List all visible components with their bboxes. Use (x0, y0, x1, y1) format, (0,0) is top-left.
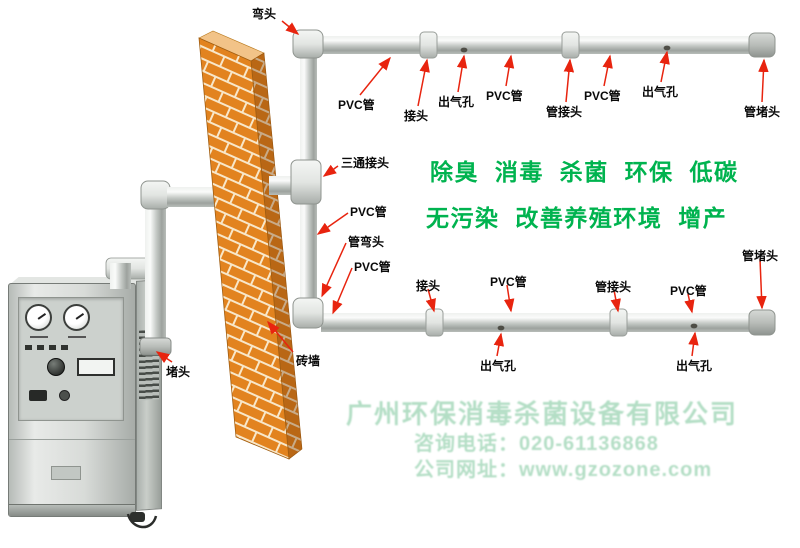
top-pipe (321, 36, 753, 54)
arrow-pipe-plug-bottom (756, 258, 767, 310)
arrow-air-outlet-bottom-2 (688, 331, 699, 357)
gauge-caption (68, 336, 86, 338)
arrow-air-outlet-top-2 (659, 50, 670, 83)
arrow-pipe-elbow-bottom (321, 242, 347, 298)
distribution-pipes (269, 29, 776, 337)
slogan-line-2: 无污染 改善养殖环境 增产 (426, 205, 728, 231)
round-button-icon (59, 390, 70, 401)
coupling-bottom-2 (609, 308, 628, 337)
indicator-lights (25, 345, 68, 350)
arrow-brick-wall (267, 320, 294, 353)
arrow-pvc-pipe-riser (316, 212, 349, 235)
elbow-top-fitting (292, 29, 324, 59)
wall-front-face (198, 37, 290, 460)
arrow-pipe-plug-top (758, 58, 769, 103)
machine-top-face (8, 277, 160, 286)
arrow-pipe-joint-bottom (610, 289, 621, 313)
tee-fitting (290, 159, 322, 205)
ozone-generator (8, 276, 164, 526)
power-switch-icon (29, 390, 47, 401)
watermark-line: 公司网址：www.gzozone.com (414, 459, 713, 481)
plug-bottom-left (139, 337, 172, 356)
control-panel (18, 297, 124, 421)
arrow-pipe-joint-top (563, 58, 575, 103)
arrow-pvc-pipe-top-left (359, 56, 391, 96)
air-hole-icon (497, 325, 505, 331)
arrow-plug-machine (155, 351, 173, 364)
led-icon (25, 345, 32, 350)
riser-left-pipe (145, 196, 166, 342)
elbow-left-top (140, 180, 171, 210)
arrow-air-outlet-top-1 (456, 54, 468, 93)
led-icon (49, 345, 56, 350)
gauge-icon (25, 304, 52, 331)
arrow-pvc-pipe-bottom-right (684, 293, 695, 314)
pipe-through-wall-left (167, 187, 221, 207)
air-hole-icon (460, 47, 468, 53)
arrow-tee-joint (322, 164, 339, 177)
power-cord (126, 513, 158, 529)
panel-seam (9, 439, 135, 440)
end-cap-top (748, 32, 776, 58)
air-hole-icon (663, 45, 671, 51)
coupling-top-2 (561, 31, 580, 59)
gauge-icon (63, 304, 90, 331)
arrow-joint-top (417, 58, 430, 107)
led-icon (61, 345, 68, 350)
watermark-line: 广州环保消毒杀菌设备有限公司 (346, 399, 739, 429)
machine-outlet-stub (110, 263, 131, 289)
caster-wheel-icon (130, 512, 145, 522)
arrow-pvc-pipe-bottom-mid (503, 284, 515, 313)
coupling-top-1 (419, 31, 438, 59)
brick-wall (198, 30, 303, 460)
digital-display (77, 358, 115, 376)
arrow-pvc-pipe-top-mid (503, 54, 515, 87)
bottom-pipe (321, 313, 753, 332)
gauge-caption (30, 336, 48, 338)
led-icon (37, 345, 44, 350)
elbow-bottom-fitting (292, 297, 324, 329)
arrow-elbow (281, 20, 300, 35)
air-hole-icon (690, 323, 698, 329)
wall-side-shade (251, 53, 302, 459)
arrow-air-outlet-bottom-1 (493, 332, 505, 357)
callout-arrows (155, 20, 769, 364)
control-knob-icon (47, 358, 65, 376)
coupling-bottom-1 (425, 308, 444, 337)
brand-plate (51, 466, 81, 480)
machine-front-panel (8, 283, 136, 517)
watermark-line: 咨询电话：020-61136868 (414, 433, 659, 455)
machine-outlet-pipes (105, 180, 221, 356)
slogan-line-1: 除臭 消毒 杀菌 环保 低碳 (430, 159, 739, 185)
arrow-joint-bottom (425, 288, 436, 313)
machine-base (9, 504, 135, 516)
arrow-pvc-pipe-top-right (602, 54, 613, 87)
end-cap-bottom (748, 309, 776, 336)
arrow-pvc-pipe-bottom-left (332, 267, 353, 315)
